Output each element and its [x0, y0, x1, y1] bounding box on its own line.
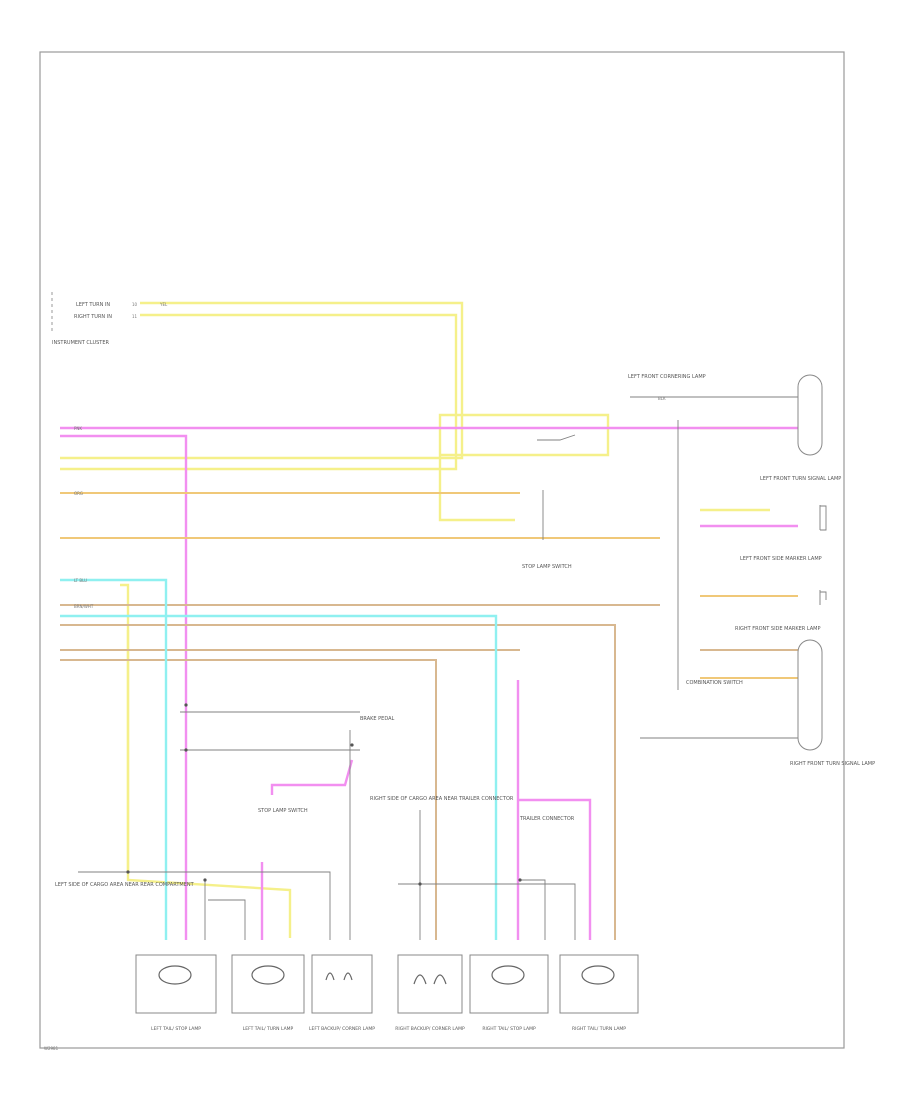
cluster-pin-1: 10 — [132, 302, 138, 307]
front-lamp-label-4: RIGHT FRONT TURN SIGNAL LAMP — [790, 761, 875, 767]
stop-lamp-switch-detail-label: STOP LAMP SWITCH — [258, 808, 308, 814]
rear-lamp-label-3: RIGHT BACKUP/ CORNER LAMP — [395, 1026, 465, 1032]
gray-wires — [78, 396, 827, 940]
stop-lamp-switch-label: STOP LAMP SWITCH — [522, 564, 572, 570]
ground-right-label: RIGHT SIDE OF CARGO AREA NEAR TRAILER CO… — [370, 796, 514, 802]
connector-marks — [126, 703, 522, 886]
rear-lamp-label-5: RIGHT TAIL/ TURN LAMP — [572, 1026, 626, 1032]
yellow-wires — [60, 301, 770, 938]
rear-lamp-row — [135, 954, 639, 1014]
instrument-cluster-label: INSTRUMENT CLUSTER — [52, 340, 110, 346]
wire-code-yel: YEL — [159, 302, 168, 307]
rear-lamp-label-1: LEFT TAIL/ TURN LAMP — [243, 1026, 294, 1032]
wire-code-org: ORG — [74, 491, 83, 496]
trailer-connector-label: TRAILER CONNECTOR — [519, 816, 575, 822]
wire-code-brn-wht: BRN/WHT — [74, 604, 94, 609]
orange-wires — [60, 492, 798, 679]
left-turn-label: LEFT TURN IN — [76, 302, 110, 308]
rear-lamp-label-4: RIGHT TAIL/ STOP LAMP — [482, 1026, 536, 1032]
instrument-cluster: LEFT TURN IN RIGHT TURN IN 10 11 INSTRUM… — [51, 292, 138, 346]
wire-code-pnk: PNK — [74, 426, 82, 431]
tan-wires — [60, 604, 798, 940]
cluster-pin-2: 11 — [132, 314, 138, 319]
rear-lamp-label-2: LEFT BACKUP/ CORNER LAMP — [309, 1026, 375, 1032]
pink-wires — [60, 426, 798, 940]
figure-ref: W2981 — [44, 1046, 59, 1051]
wire-code-lt-blu: LT BLU — [74, 578, 87, 583]
diagram-frame — [39, 51, 845, 1049]
front-lamp-assemblies — [797, 374, 823, 751]
front-lamp-label-0: LEFT FRONT CORNERING LAMP — [628, 374, 706, 380]
ground-left-label: LEFT SIDE OF CARGO AREA NEAR REAR COMPAR… — [55, 882, 195, 888]
combination-switch-label: COMBINATION SWITCH — [686, 680, 743, 686]
front-lamp-label-2: LEFT FRONT SIDE MARKER LAMP — [740, 556, 822, 562]
cyan-wires — [60, 578, 498, 940]
right-turn-label: RIGHT TURN IN — [74, 314, 112, 320]
wire-code-blk: BLK — [658, 396, 666, 401]
rear-lamp-bulbs — [158, 965, 615, 985]
front-lamp-label-1: LEFT FRONT TURN SIGNAL LAMP — [760, 476, 841, 482]
brake-pedal-label: BRAKE PEDAL — [360, 716, 395, 722]
front-lamp-label-3: RIGHT FRONT SIDE MARKER LAMP — [735, 626, 821, 632]
rear-lamp-label-0: LEFT TAIL/ STOP LAMP — [151, 1026, 201, 1032]
